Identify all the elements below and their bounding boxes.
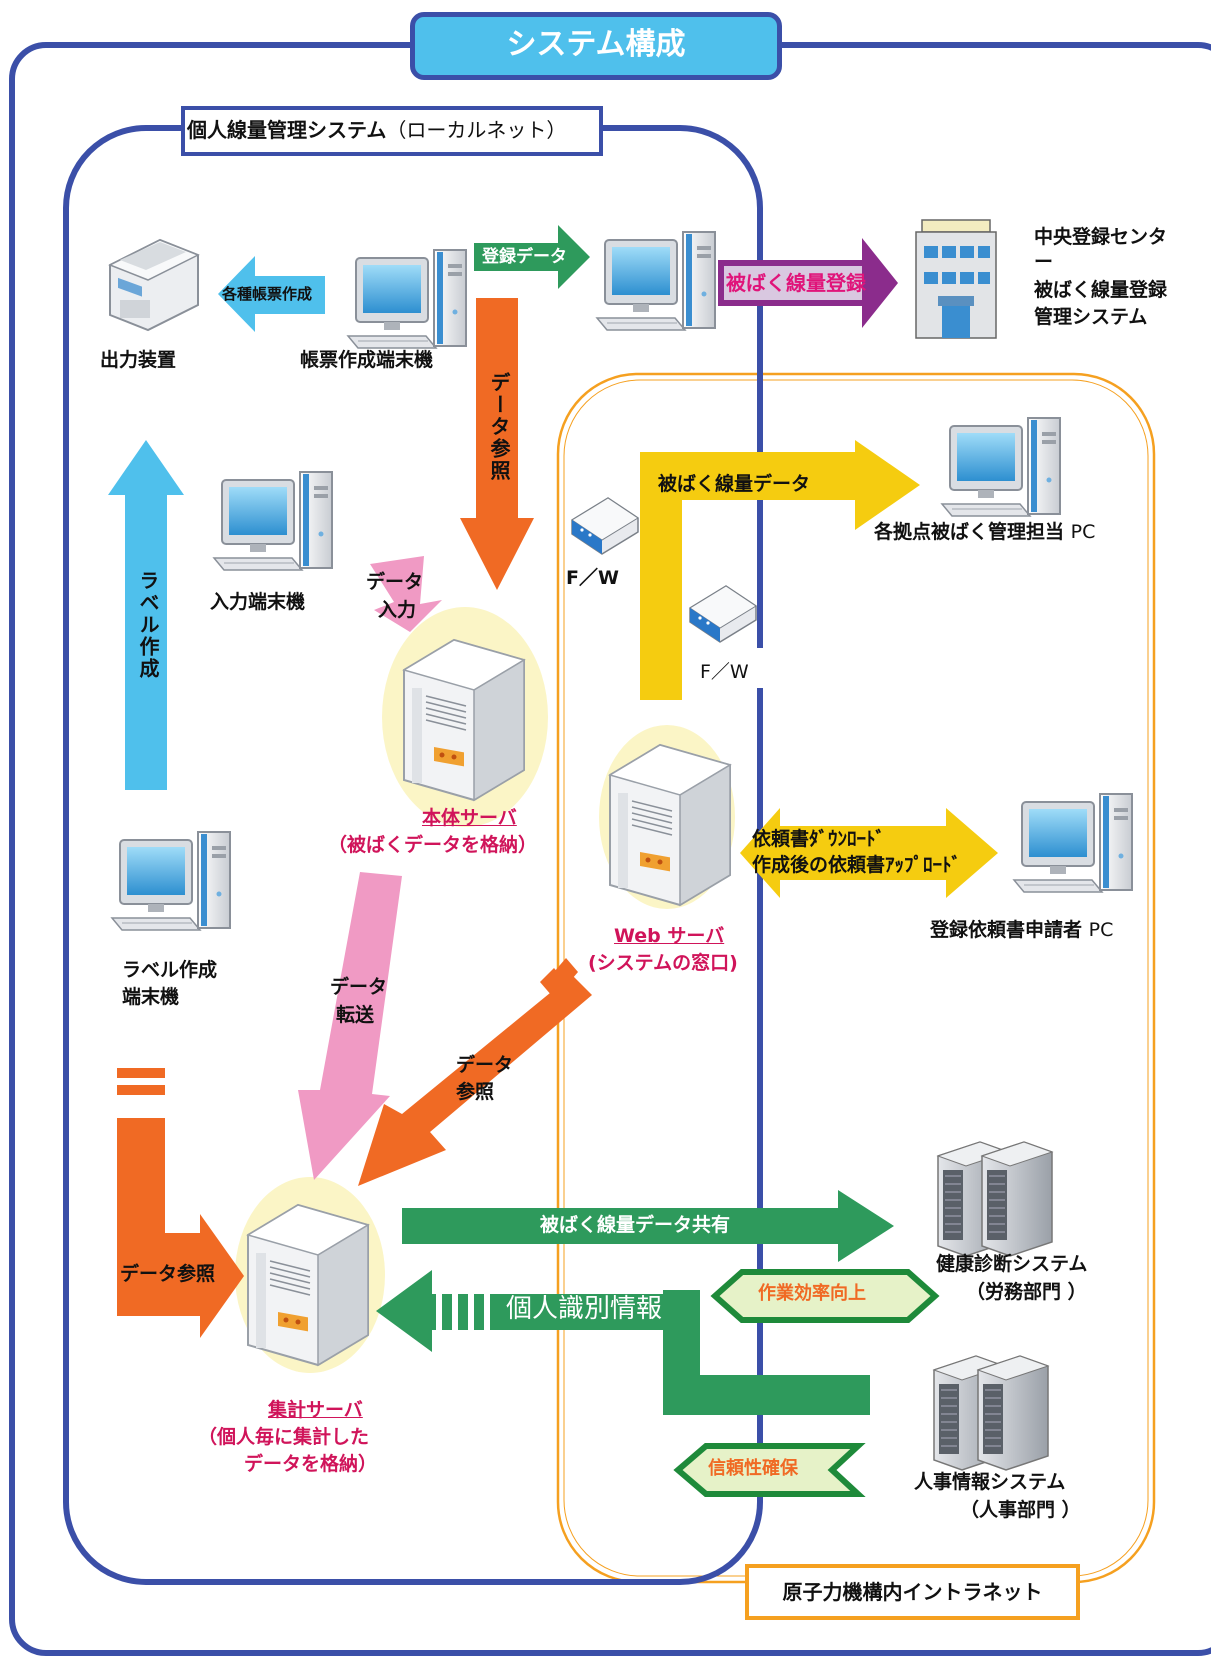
- building-icon: [915, 219, 997, 339]
- web-server-desc: (システムの窓口): [588, 952, 738, 974]
- label-terminal-pc-icon: [111, 831, 231, 931]
- agg-server-desc-1: （個人毎に集計した: [198, 1426, 370, 1448]
- personal-id-label: 個人識別情報: [506, 1294, 663, 1324]
- label-terminal-label-2: 端末機: [122, 986, 180, 1008]
- applicant-pc-label: 登録依頼書申請者 PC: [930, 918, 1113, 943]
- data-ref-top-label: データ参照: [487, 372, 511, 482]
- data-ref-left-label: データ参照: [120, 1263, 216, 1285]
- dose-data-arrow: [640, 440, 920, 700]
- efficiency-label: 作業効率向上: [758, 1283, 866, 1304]
- transfer-label-1: データ: [330, 976, 388, 998]
- central-line2: ー: [1034, 251, 1054, 273]
- share-arrow: [402, 1190, 894, 1262]
- data-ref-mid-label-2: 参照: [456, 1081, 495, 1103]
- form-terminal-label: 帳票作成端末機: [300, 349, 434, 371]
- web-server-icon: [609, 744, 731, 906]
- firewall-2-label: F／W: [700, 661, 749, 683]
- transfer-label-2: 転送: [336, 1004, 375, 1026]
- data-ref-mid-arrow: [358, 975, 592, 1186]
- output-device-label: 出力装置: [100, 349, 177, 371]
- data-ref-left-arrow: [117, 1118, 244, 1338]
- main-server-icon: [403, 639, 525, 801]
- reliability-badge: [673, 1443, 866, 1497]
- printer-icon: [108, 238, 200, 332]
- firewall-1-icon: [571, 497, 639, 555]
- site-pc-label: 各拠点被ばく管理担当 PC: [874, 520, 1095, 545]
- request-upload-label: 作成後の依頼書ｱｯﾌﾟﾛｰﾄﾞ: [752, 854, 962, 876]
- central-line1: 中央登録センタ: [1034, 226, 1168, 248]
- intranet-label: 原子力機構内イントラネット: [745, 1564, 1080, 1620]
- local-system-label: 個人線量管理システム（ローカルネット）: [181, 106, 603, 156]
- health-system-label-2: （労務部門 ）: [966, 1281, 1087, 1303]
- request-download-label: 依頼書ﾀﾞｳﾝﾛｰﾄﾞ: [752, 828, 886, 850]
- share-arrow-label: 被ばく線量データ共有: [540, 1214, 731, 1236]
- forms-arrow-label: 各種帳票作成: [222, 285, 313, 303]
- agg-server-icon: [247, 1204, 369, 1366]
- dose-reg-arrow-label: 被ばく線量登録: [726, 271, 866, 295]
- site-pc-icon: [941, 417, 1061, 517]
- health-server-icon: [937, 1141, 1053, 1257]
- reg-pc-icon: [596, 231, 716, 331]
- health-system-label-1: 健康診断システム: [936, 1253, 1088, 1275]
- data-input-label-2: 入力: [378, 599, 417, 621]
- data-input-arrow: [370, 556, 442, 632]
- request-arrow: [740, 808, 998, 898]
- site-pc-suffix: PC: [1070, 521, 1096, 543]
- data-input-label-1: データ: [366, 571, 424, 593]
- data-ref-mid-label-1: データ: [456, 1054, 514, 1076]
- reliability-label: 信頼性確保: [708, 1458, 798, 1479]
- reg-data-arrow-label: 登録データ: [482, 247, 567, 267]
- central-line4: 管理システム: [1034, 306, 1148, 328]
- firewall-2-icon: [689, 585, 757, 643]
- label-terminal-label-1: ラベル作成: [122, 959, 218, 981]
- label-make-arrow: [108, 440, 184, 790]
- label-make-arrow-label: ラベル作成: [136, 570, 160, 680]
- main-server-desc: （被ばくデータを格納）: [328, 834, 538, 856]
- reg-data-arrow: [474, 225, 590, 289]
- diagram-title: システム構成: [410, 12, 782, 80]
- input-terminal-label: 入力端末機: [210, 591, 306, 613]
- applicant-pc-suffix: PC: [1088, 919, 1114, 941]
- site-pc-label-text: 各拠点被ばく管理担当: [874, 521, 1065, 543]
- data-ref-top-arrow: [460, 298, 534, 590]
- local-system-name: 個人線量管理システム: [187, 118, 387, 142]
- input-terminal-pc-icon: [213, 471, 333, 571]
- firewall-1-label: F／W: [566, 567, 619, 589]
- hr-system-label-1: 人事情報システム: [914, 1471, 1066, 1493]
- local-system-suffix: （ローカルネット）: [386, 118, 567, 142]
- applicant-pc-label-text: 登録依頼書申請者: [930, 919, 1083, 941]
- dose-data-arrow-label: 被ばく線量データ: [658, 473, 811, 495]
- hr-server-icon: [933, 1355, 1049, 1471]
- central-line3: 被ばく線量登録: [1034, 279, 1168, 301]
- efficiency-badge: [710, 1269, 940, 1323]
- main-server-name: 本体サーバ: [422, 807, 517, 829]
- transfer-arrow: [298, 872, 402, 1180]
- hr-system-label-2: （人事部門 ）: [960, 1499, 1081, 1521]
- personal-id-arrow: [376, 1210, 870, 1415]
- agg-server-name: 集計サーバ: [268, 1399, 363, 1421]
- web-server-name: Web サーバ: [614, 925, 725, 947]
- form-terminal-pc-icon: [347, 249, 467, 349]
- applicant-pc-icon: [1013, 793, 1133, 893]
- forms-arrow: [218, 256, 325, 332]
- agg-server-desc-2: データを格納）: [244, 1453, 378, 1475]
